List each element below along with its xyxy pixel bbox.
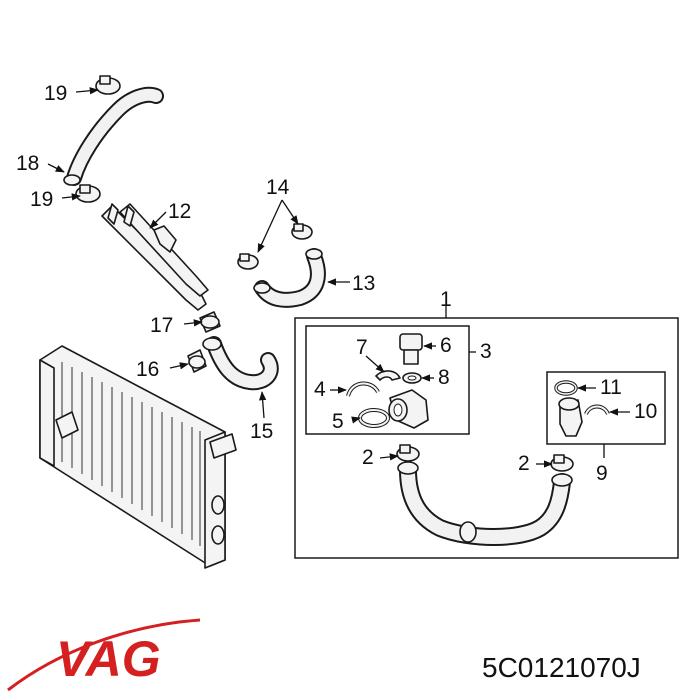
- clamp-2-right: [550, 454, 574, 472]
- callout-19-bottom: 19: [30, 188, 53, 211]
- callout-2-left: 2: [362, 446, 374, 469]
- callout-19-top: 19: [44, 82, 67, 105]
- sensor-6: [399, 333, 423, 365]
- callout-9: 9: [596, 462, 608, 485]
- callout-13: 13: [352, 272, 375, 295]
- clip-4: [346, 381, 380, 397]
- radiator: [39, 345, 237, 569]
- clip-10: [584, 404, 610, 415]
- callout-18: 18: [16, 152, 39, 175]
- brand-name: VAG: [56, 631, 161, 687]
- callout-15: 15: [250, 420, 273, 443]
- clip-7: [375, 370, 401, 381]
- leader-lines: [47, 87, 630, 468]
- callout-labels: 19 18 19 12 14 13 17 16 15 1 3 6 7 8 4 5…: [16, 82, 657, 485]
- callout-16: 16: [136, 358, 159, 381]
- seal-8: [402, 372, 422, 384]
- callout-1: 1: [440, 288, 452, 311]
- clamp-19-bottom: [75, 184, 101, 203]
- pipe-assembly-12: [101, 203, 209, 311]
- o-ring-5: [358, 408, 390, 428]
- clamp-14-right: [291, 223, 313, 240]
- hose-15: [202, 336, 279, 391]
- sub-box-3: [305, 325, 470, 435]
- clamp-16: [187, 349, 207, 373]
- clamp-19-top: [95, 75, 121, 95]
- hose-18: [63, 86, 164, 186]
- clamp-2-left: [396, 444, 420, 462]
- clamp-17: [199, 311, 221, 333]
- sub-box-9: [546, 371, 666, 445]
- callout-11: 11: [600, 376, 622, 399]
- hose-13: [253, 248, 326, 308]
- callout-2-right: 2: [518, 452, 530, 475]
- callout-6: 6: [440, 334, 452, 357]
- assembly-box-1: [294, 317, 679, 559]
- connector-housing: [388, 389, 429, 429]
- callout-17: 17: [150, 314, 173, 337]
- vag-logo: VAG: [7, 618, 201, 692]
- callout-12: 12: [168, 200, 191, 223]
- callout-10: 10: [634, 400, 657, 423]
- callout-3: 3: [480, 340, 492, 363]
- callout-7: 7: [356, 336, 368, 359]
- callout-5: 5: [332, 410, 344, 433]
- callout-14: 14: [266, 176, 290, 199]
- callout-4: 4: [314, 378, 326, 401]
- clamp-14-left: [237, 253, 259, 270]
- callout-8: 8: [438, 366, 450, 389]
- lower-hose: [397, 461, 573, 546]
- part-number: 5C0121070J: [482, 652, 641, 683]
- o-ring-11: [554, 380, 578, 396]
- connector-9: [558, 397, 583, 437]
